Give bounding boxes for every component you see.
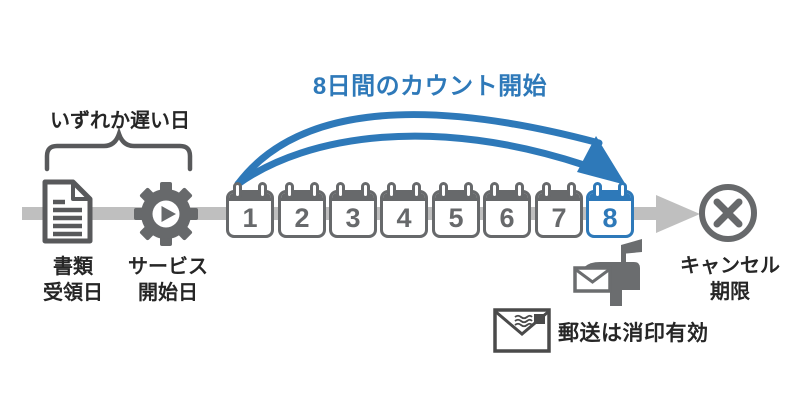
calendar-icon	[380, 190, 428, 238]
calendar-day-number: 1	[242, 203, 258, 233]
calendar-ring-icon	[593, 182, 602, 199]
whichever-later-label: いずれか遅い日	[50, 110, 190, 132]
calendar-ring-icon	[361, 182, 370, 199]
calendar-day-number: 7	[551, 203, 567, 233]
calendar-ring-icon	[464, 182, 473, 199]
mailbox-icon	[573, 239, 642, 306]
calendar-ring-icon	[567, 182, 576, 199]
calendar-ring-icon	[336, 182, 345, 199]
x-circle-icon	[699, 184, 757, 242]
calendar-day-number: 3	[345, 203, 361, 233]
mail-postmark-note: 郵送は消印有効	[558, 322, 709, 345]
calendar-ring-icon	[515, 182, 524, 199]
calendar-ring-icon	[618, 182, 627, 199]
calendar-day-4: 4	[380, 182, 428, 238]
calendar-ring-icon	[542, 182, 551, 199]
gear-play-icon	[134, 182, 198, 246]
calendar-day-6: 6	[483, 182, 531, 238]
calendar-day-number: 6	[499, 203, 515, 233]
calendar-day-3: 3	[329, 182, 377, 238]
document-receipt-label: 書類 受領日	[43, 256, 103, 304]
calendar-ring-icon	[233, 182, 242, 199]
calendar-ring-icon	[490, 182, 499, 199]
calendar-day-number: 4	[396, 203, 412, 233]
calendar-day-1: 1	[226, 182, 274, 238]
calendar-ring-icon	[258, 182, 267, 199]
right-arrow-icon	[656, 195, 700, 233]
calendar-day-5: 5	[432, 182, 480, 238]
calendar-ring-icon	[285, 182, 294, 199]
curly-brace-icon	[44, 126, 193, 172]
envelope-postmark-icon	[493, 308, 551, 353]
calendar-day-7: 7	[535, 182, 583, 238]
calendar-ring-icon	[412, 182, 421, 199]
calendar-day-number: 5	[448, 203, 464, 233]
service-start-label: サービス 開始日	[128, 256, 208, 304]
calendar-ring-icon	[310, 182, 319, 199]
calendar-day-number: 8	[602, 203, 618, 233]
calendar-ring-icon	[439, 182, 448, 199]
calendar-icon	[329, 190, 377, 238]
document-icon	[42, 179, 93, 244]
calendar-day-number: 2	[294, 203, 310, 233]
calendar-icon	[483, 190, 531, 238]
calendar-day-8-highlighted: 8	[586, 182, 634, 238]
calendar-day-2: 2	[278, 182, 326, 238]
calendar-ring-icon	[387, 182, 396, 199]
count-start-annotation: 8日間のカウント開始	[312, 73, 548, 100]
cancel-deadline-label: キャンセル 期限	[680, 255, 780, 303]
